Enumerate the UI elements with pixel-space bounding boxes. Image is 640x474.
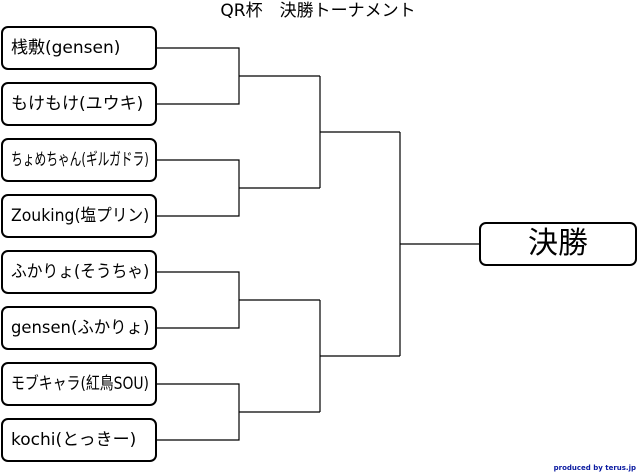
team-name: Zouking(塩プリン) [11,205,150,226]
team-box-5: ふかりょ(そうちゃ) [1,250,157,294]
team-name: モブキャラ(紅鳥SOU) [11,373,149,394]
team-box-8: kochi(とっきー) [1,418,157,462]
team-box-3: ちょめちゃん(ギルガドラ) [1,138,157,182]
team-name: 桟敷(gensen) [11,37,121,58]
bracket-connector [157,47,240,105]
final-box: 決勝 [479,222,637,266]
team-box-6: gensen(ふかりょ) [1,306,157,350]
bracket-connector [157,159,240,217]
final-label: 決勝 [528,226,588,261]
team-box-2: もけもけ(ユウキ) [1,82,157,126]
team-name: gensen(ふかりょ) [11,317,150,338]
bracket-connector [157,383,240,441]
bracket-connector [157,271,240,329]
team-name: kochi(とっきー) [11,429,137,450]
credit-text: produced by terus.jp [553,464,636,472]
team-box-4: Zouking(塩プリン) [1,194,157,238]
team-box-1: 桟敷(gensen) [1,26,157,70]
tournament-title: QR杯 決勝トーナメント [220,1,416,21]
team-box-7: モブキャラ(紅鳥SOU) [1,362,157,406]
team-name: ふかりょ(そうちゃ) [11,261,150,282]
team-name: もけもけ(ユウキ) [11,93,144,114]
team-name: ちょめちゃん(ギルガドラ) [11,149,149,170]
